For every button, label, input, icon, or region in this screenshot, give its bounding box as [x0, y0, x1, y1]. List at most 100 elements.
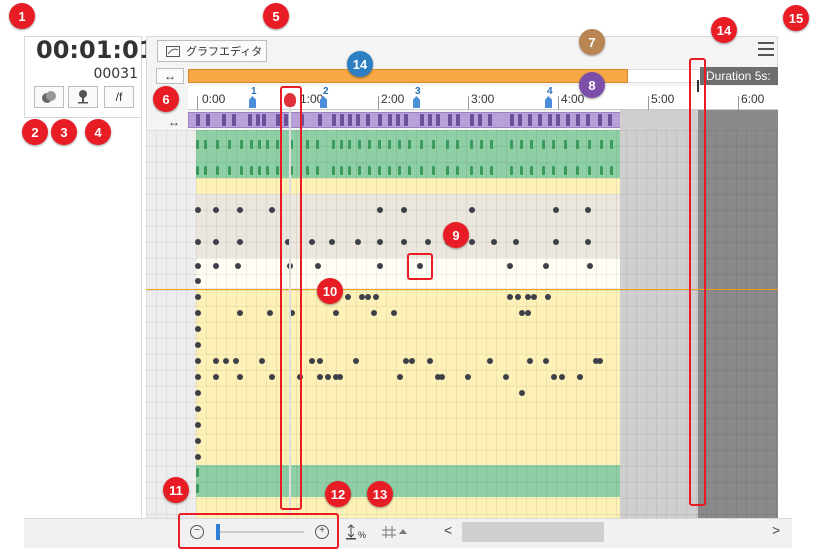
keyframe-bar[interactable]	[332, 166, 335, 175]
summary-keyframe[interactable]	[428, 114, 432, 126]
keyframe-dot[interactable]	[269, 374, 275, 380]
fit-width-button[interactable]: ↔	[156, 68, 184, 84]
keyframe-dot[interactable]	[519, 390, 525, 396]
keyframe-bar[interactable]	[510, 166, 513, 175]
keyframe-dot[interactable]	[527, 358, 533, 364]
keyframe-dot[interactable]	[317, 374, 323, 380]
menu-icon[interactable]	[758, 42, 774, 56]
keyframe-bar[interactable]	[388, 166, 391, 175]
summary-keyframe[interactable]	[470, 114, 474, 126]
keyframe-bar[interactable]	[388, 140, 391, 149]
zoom-out-icon[interactable]: −	[190, 525, 204, 539]
keyframe-bar[interactable]	[258, 140, 261, 149]
keyframe-dot[interactable]	[237, 374, 243, 380]
keyframe-bar[interactable]	[332, 140, 335, 149]
keyframe-dot[interactable]	[195, 310, 201, 316]
keyframe-bar[interactable]	[358, 166, 361, 175]
keyframe-bar[interactable]	[306, 140, 309, 149]
keyframe-bar[interactable]	[316, 166, 319, 175]
keyframe-dot[interactable]	[515, 294, 521, 300]
keyframe-bar[interactable]	[358, 140, 361, 149]
keyframe-bar[interactable]	[276, 166, 279, 175]
marker-flag[interactable]	[320, 96, 327, 108]
keyframe-bar[interactable]	[240, 140, 243, 149]
keyframe-bar[interactable]	[398, 140, 401, 149]
keyframe-dot[interactable]	[213, 207, 219, 213]
keyframe-dot[interactable]	[397, 374, 403, 380]
keyframe-dot[interactable]	[269, 207, 275, 213]
keyframe-dot[interactable]	[195, 390, 201, 396]
keyframe-dot[interactable]	[491, 239, 497, 245]
keyframe-bar[interactable]	[564, 140, 567, 149]
keyframe-dot[interactable]	[365, 294, 371, 300]
keyframe-dot[interactable]	[409, 358, 415, 364]
summary-keyframe[interactable]	[300, 114, 304, 126]
keyframe-bar[interactable]	[368, 166, 371, 175]
keyframe-dot[interactable]	[553, 207, 559, 213]
keyframe-bar[interactable]	[600, 140, 603, 149]
keyframe-bar[interactable]	[530, 140, 533, 149]
summary-keyframe[interactable]	[340, 114, 344, 126]
keyframe-dot[interactable]	[309, 239, 315, 245]
summary-keyframe[interactable]	[598, 114, 602, 126]
keyframe-bar[interactable]	[520, 140, 523, 149]
summary-keyframe[interactable]	[388, 114, 392, 126]
keyframe-bar[interactable]	[340, 166, 343, 175]
playhead-handle[interactable]	[284, 93, 296, 107]
summary-keyframe[interactable]	[456, 114, 460, 126]
keyframe-bar[interactable]	[258, 166, 261, 175]
keyframe-bar[interactable]	[204, 140, 207, 149]
keyframe-bar[interactable]	[378, 140, 381, 149]
keyframe-dot[interactable]	[325, 374, 331, 380]
keyframe-bar[interactable]	[378, 166, 381, 175]
grid-toggle-button[interactable]	[381, 522, 407, 542]
layers-button[interactable]	[34, 86, 64, 108]
keyframe-bar[interactable]	[216, 140, 219, 149]
summary-keyframe[interactable]	[420, 114, 424, 126]
keyframe-dot[interactable]	[345, 294, 351, 300]
summary-keyframe[interactable]	[404, 114, 408, 126]
summary-keyframe[interactable]	[222, 114, 226, 126]
marker-flag[interactable]	[413, 96, 420, 108]
keyframe-dot[interactable]	[469, 239, 475, 245]
summary-keyframe[interactable]	[348, 114, 352, 126]
keyframe-bar[interactable]	[576, 166, 579, 175]
expand-arrows-icon[interactable]: ↔	[168, 115, 180, 129]
keyframe-bar[interactable]	[250, 140, 253, 149]
summary-keyframe[interactable]	[366, 114, 370, 126]
pin-button[interactable]	[68, 86, 98, 108]
keyframe-bar[interactable]	[564, 166, 567, 175]
keyframe-dot[interactable]	[195, 239, 201, 245]
keyframe-dot[interactable]	[213, 263, 219, 269]
summary-keyframe[interactable]	[284, 114, 288, 126]
keyframe-bar[interactable]	[306, 166, 309, 175]
summary-keyframe[interactable]	[518, 114, 522, 126]
keyframe-bar[interactable]	[446, 140, 449, 149]
work-area-bar[interactable]	[188, 69, 628, 83]
keyframe-bar[interactable]	[276, 140, 279, 149]
summary-keyframe[interactable]	[332, 114, 336, 126]
keyframe-dot[interactable]	[513, 239, 519, 245]
keyframe-bar[interactable]	[348, 166, 351, 175]
keyframe-bar[interactable]	[368, 140, 371, 149]
scrollbar-thumb[interactable]	[462, 522, 604, 542]
keyframe-bar[interactable]	[420, 140, 423, 149]
keyframe-bar[interactable]	[552, 166, 555, 175]
keyframe-dot[interactable]	[195, 406, 201, 412]
keyframe-dot[interactable]	[195, 422, 201, 428]
summary-keyframe[interactable]	[448, 114, 452, 126]
keyframe-dot[interactable]	[223, 358, 229, 364]
summary-keyframe[interactable]	[378, 114, 382, 126]
keyframe-bar[interactable]	[588, 166, 591, 175]
keyframe-dot[interactable]	[585, 207, 591, 213]
keyframe-dot[interactable]	[309, 358, 315, 364]
keyframe-dot[interactable]	[439, 374, 445, 380]
keyframe-dot[interactable]	[195, 263, 201, 269]
keyframe-dot[interactable]	[289, 310, 295, 316]
summary-keyframe[interactable]	[256, 114, 260, 126]
keyframe-bar[interactable]	[610, 140, 613, 149]
keyframe-bar[interactable]	[408, 166, 411, 175]
keyframe-dot[interactable]	[195, 294, 201, 300]
keyframe-bar[interactable]	[456, 140, 459, 149]
graph-editor-button[interactable]: グラフエディタ	[157, 40, 267, 62]
